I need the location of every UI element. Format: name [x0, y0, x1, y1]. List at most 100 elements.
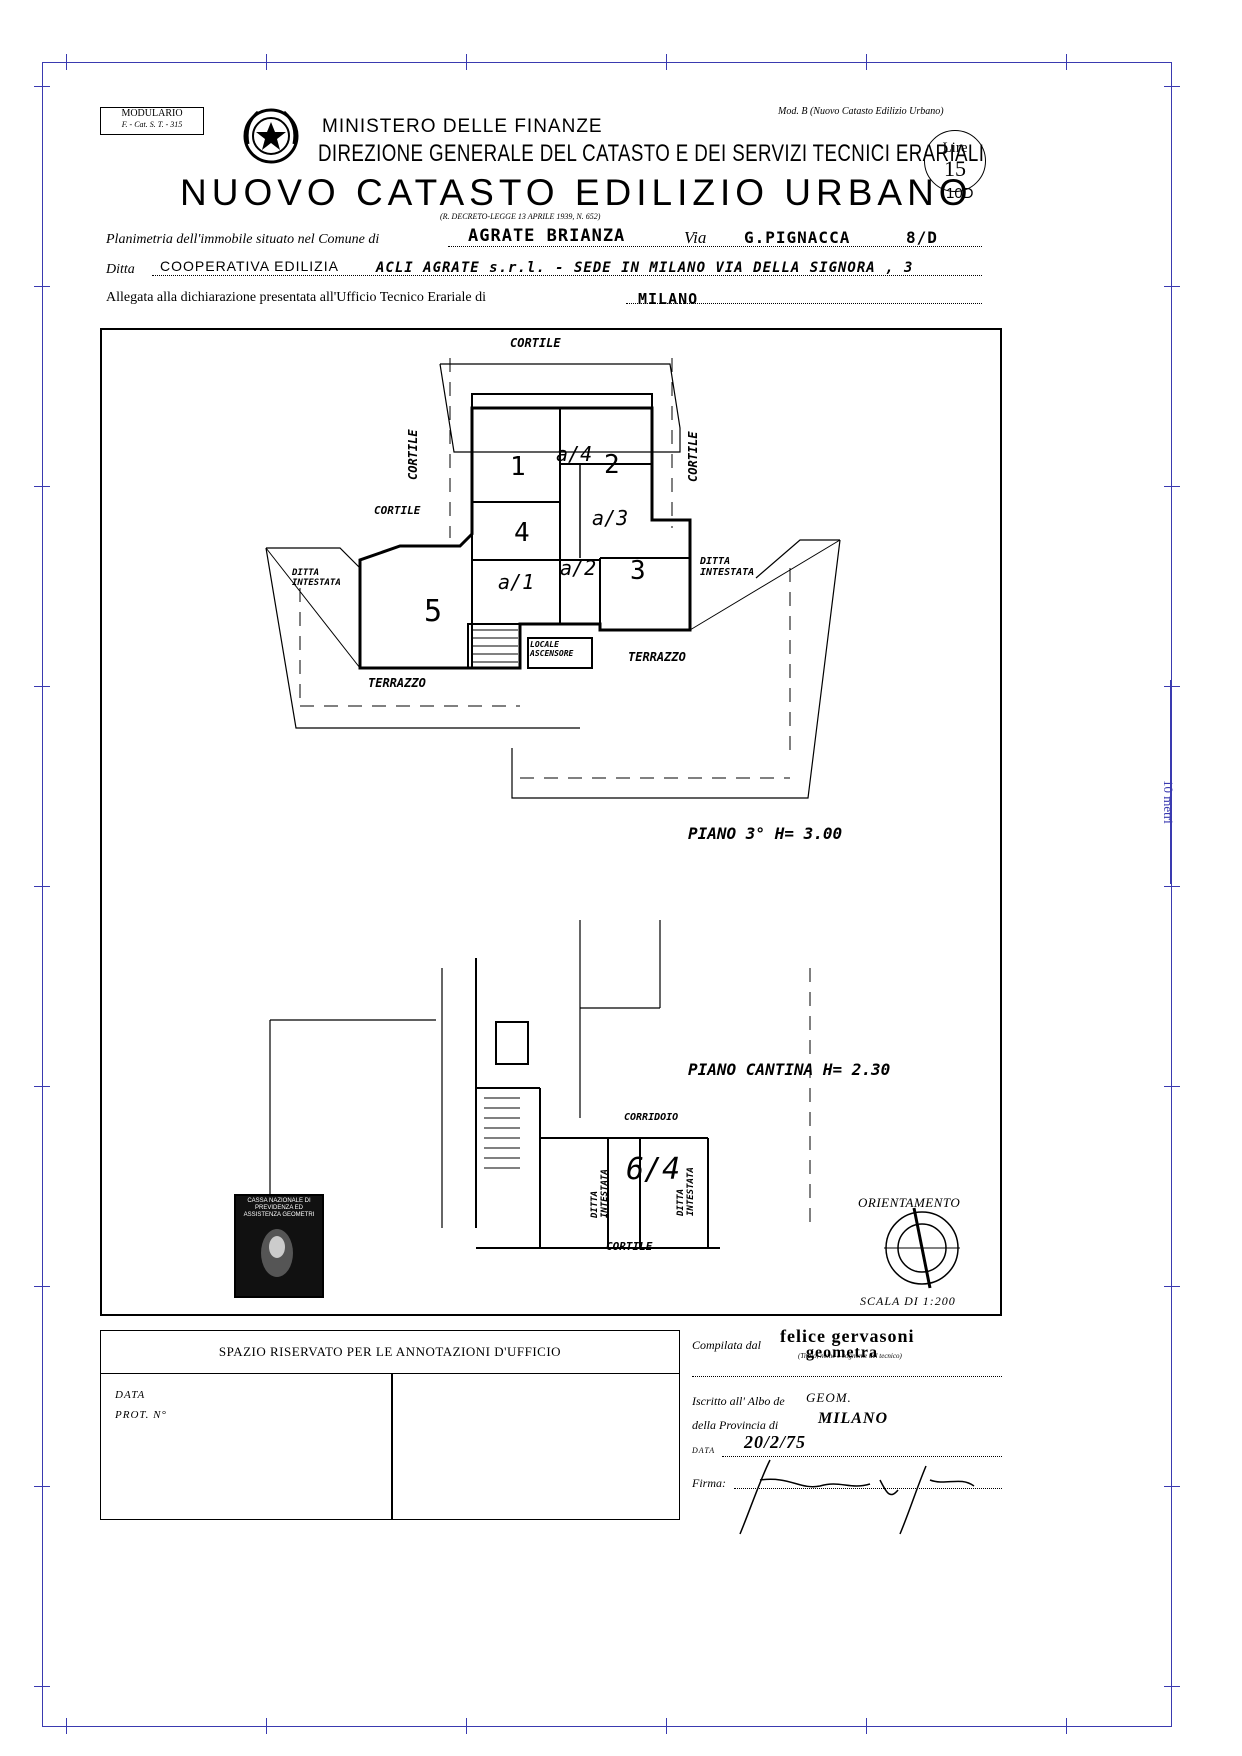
revenue-stamp: CASSA NAZIONALE DI PREVIDENZA ED ASSISTE… — [234, 1194, 324, 1298]
compiler-name: felice gervasoni — [780, 1326, 915, 1346]
stamp-portrait-icon — [261, 1229, 293, 1277]
fee-extra: 10D — [946, 185, 974, 202]
frame-tick — [1164, 1486, 1180, 1487]
frame-tick — [666, 54, 667, 70]
terrace-left-label: TERRAZZO — [368, 676, 426, 690]
frame-tick — [266, 1718, 267, 1734]
via-value: G.PIGNACCA — [744, 228, 851, 247]
frame-tick — [666, 1718, 667, 1734]
frame-tick — [1164, 686, 1180, 687]
room-2-label: 2 — [604, 450, 620, 480]
cortile-top-label: CORTILE — [510, 336, 561, 350]
elevator-room-label: LOCALE ASCENSORE — [530, 640, 574, 658]
dotted-line — [734, 1488, 1002, 1489]
scale-bar — [1170, 680, 1171, 884]
orientation-label: ORIENTAMENTO — [858, 1195, 961, 1210]
fee-value: 15 — [944, 156, 966, 181]
firma-label: Firma: — [692, 1476, 726, 1490]
room-1-label: 1 — [510, 452, 526, 482]
scale-label: SCALA DI 1:200 — [860, 1294, 956, 1308]
frame-tick — [1164, 486, 1180, 487]
frame-tick — [466, 54, 467, 70]
room-4-label: 4 — [514, 518, 530, 548]
compilata-label: Compilata dal — [692, 1338, 762, 1352]
floor-plan-drawing — [265, 358, 960, 1289]
cellar-room-label: 6/4 — [626, 1152, 681, 1187]
dotted-line — [152, 275, 982, 276]
floor-plan-area — [100, 328, 1002, 1316]
room-3-label: 3 — [630, 556, 646, 586]
office-notes-box: SPAZIO RISERVATO PER LE ANNOTAZIONI D'UF… — [100, 1330, 680, 1520]
frame-tick — [866, 54, 867, 70]
planimetria-label: Planimetria dell'immobile situato nel Co… — [106, 232, 380, 247]
date-label: DATA — [692, 1446, 716, 1455]
office-prot-label: PROT. N° — [115, 1409, 167, 1421]
ditta-label: Ditta — [106, 262, 135, 277]
frame-tick — [34, 486, 50, 487]
cortile-bottom-label: CORTILE — [606, 1240, 653, 1253]
room-5-label: 5 — [424, 594, 443, 629]
frame-tick — [1164, 1286, 1180, 1287]
decree-note: (R. DECRETO-LEGGE 13 APRILE 1939, N. 652… — [440, 212, 601, 221]
frame-tick — [866, 1718, 867, 1734]
frame-tick — [1066, 54, 1067, 70]
emblem-icon — [243, 108, 299, 164]
date-value: 20/2/75 — [744, 1432, 807, 1452]
frame-tick — [34, 1086, 50, 1087]
iscritto-label: Iscritto all' Albo de — [692, 1394, 785, 1408]
provincia-label: della Provincia di — [692, 1418, 779, 1432]
frame-tick — [1164, 886, 1180, 887]
fee-stamp: Lire 15 — [924, 130, 986, 192]
ministry-name: MINISTERO DELLE FINANZE — [322, 116, 603, 137]
dotted-line — [626, 303, 982, 304]
civico-value: 8/D — [906, 228, 938, 247]
room-a2-label: a/2 — [560, 556, 597, 580]
model-label: Mod. B (Nuovo Catasto Edilizio Urbano) — [778, 106, 944, 117]
room-a4-label: a/4 — [556, 442, 593, 466]
modulario-line1: MODULARIO — [121, 108, 183, 119]
page-frame — [42, 62, 1172, 1727]
ditta-cellar-right: DITTA INTESTATA — [676, 1167, 696, 1216]
ditta-right-label: DITTA INTESTATA — [700, 556, 755, 578]
comune-value: AGRATE BRIANZA — [468, 226, 626, 246]
title-hint: (Titolo, nome e cognome del tecnico) — [798, 1352, 902, 1360]
cortile-right-label: CORTILE — [686, 431, 700, 482]
stamp-text: CASSA NAZIONALE DI PREVIDENZA ED ASSISTE… — [243, 1198, 315, 1218]
office-date-label: DATA — [115, 1389, 146, 1401]
via-label: Via — [684, 228, 707, 247]
modulario-line2: F. - Cat. S. T. - 315 — [121, 120, 183, 129]
frame-tick — [1164, 1686, 1180, 1687]
frame-tick — [266, 54, 267, 70]
frame-tick — [1164, 86, 1180, 87]
frame-tick — [34, 1486, 50, 1487]
modulario-box: MODULARIO F. - Cat. S. T. - 315 — [100, 107, 204, 135]
terrace-right-label: TERRAZZO — [628, 650, 686, 664]
frame-tick — [1164, 1086, 1180, 1087]
floor-3-label: PIANO 3° H= 3.00 — [688, 824, 843, 843]
scale-bar-label: 10 metri — [1161, 780, 1176, 824]
dotted-line — [722, 1456, 1002, 1457]
ufficio-value: MILANO — [638, 290, 699, 308]
allegata-label: Allegata alla dichiarazione presentata a… — [106, 290, 487, 305]
corridor-label: CORRIDOIO — [624, 1112, 679, 1123]
fee-label: Lire — [942, 140, 968, 156]
frame-tick — [1066, 1718, 1067, 1734]
provincia-value: MILANO — [818, 1410, 889, 1427]
document-title: NUOVO CATASTO EDILIZIO URBANO — [180, 172, 973, 213]
cortile-mid-label: CORTILE — [374, 504, 421, 517]
office-notes-divider — [391, 1373, 393, 1519]
office-notes-heading: SPAZIO RISERVATO PER LE ANNOTAZIONI D'UF… — [101, 1331, 679, 1374]
frame-tick — [1164, 286, 1180, 287]
albo-value: GEOM. — [806, 1390, 852, 1405]
frame-tick — [34, 86, 50, 87]
ditta-value-1: COOPERATIVA EDILIZIA — [160, 258, 339, 274]
compiler-title: geometra — [806, 1344, 878, 1361]
frame-tick — [66, 54, 67, 70]
ditta-cellar-left: DITTA INTESTATA — [590, 1169, 610, 1218]
dotted-line — [448, 246, 982, 247]
room-a3-label: a/3 — [592, 506, 629, 530]
frame-tick — [34, 286, 50, 287]
dotted-line — [692, 1376, 1002, 1377]
ditta-left-label: DITTA INTESTATA — [292, 568, 341, 588]
frame-tick — [34, 1286, 50, 1287]
